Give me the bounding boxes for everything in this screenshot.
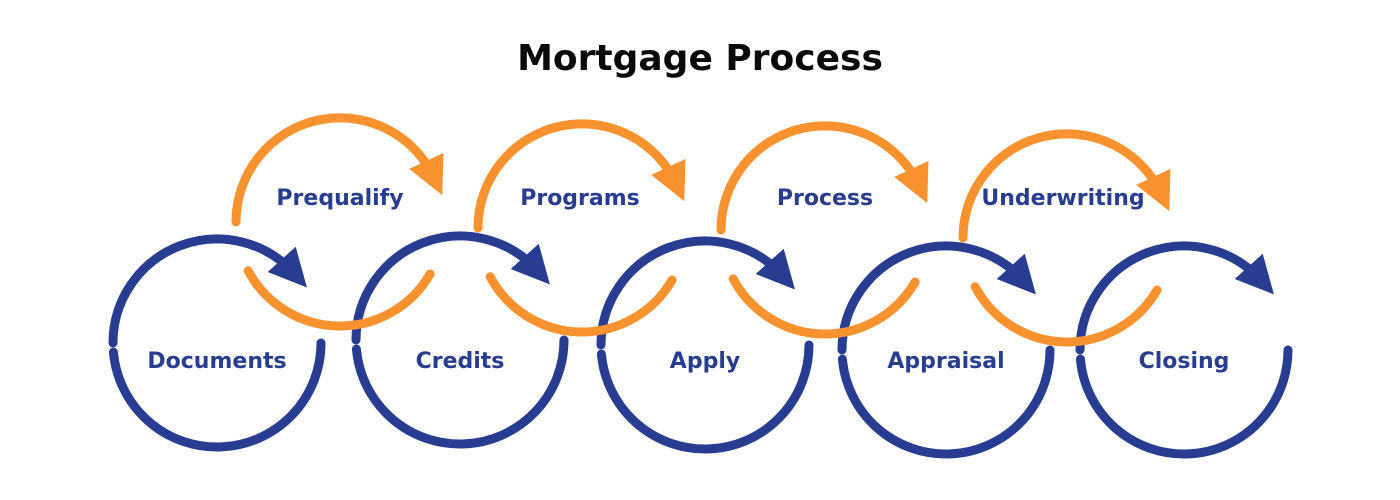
top-step-rings (231, 113, 1171, 347)
blue-ring-4-lower-arc (837, 345, 1055, 459)
top-step-label-3: Process (777, 186, 873, 211)
blue-ring-3-upper-arrow (596, 236, 795, 350)
orange-ring-4-lower-arc (970, 282, 1162, 347)
orange-ring-2-lower-arc (485, 272, 677, 337)
orange-ring-4-upper-arrow (958, 129, 1171, 243)
blue-ring-1-upper-arrow (108, 234, 307, 348)
page-title: Mortgage Process (517, 38, 883, 79)
bottom-step-label-2: Credits (416, 349, 505, 374)
orange-ring-3-lower-arc (728, 274, 920, 339)
top-step-label-2: Programs (520, 186, 640, 211)
orange-ring-1-lower-arc (243, 266, 435, 331)
orange-ring-3-upper-arrow (716, 121, 929, 235)
blue-ring-2-lower-arc (351, 335, 569, 449)
bottom-step-rings (108, 231, 1293, 459)
blue-ring-5-upper-arrow (1075, 241, 1274, 355)
blue-ring-4-upper-arrow (837, 241, 1036, 355)
blue-ring-5-lower-arc (1075, 345, 1293, 459)
top-step-label-1: Prequalify (276, 186, 403, 211)
orange-ring-1-upper-arrow (231, 113, 444, 227)
bottom-step-label-1: Documents (147, 349, 286, 374)
bottom-step-label-5: Closing (1139, 349, 1230, 374)
blue-ring-3-lower-arc (596, 340, 814, 454)
bottom-step-label-3: Apply (670, 349, 740, 374)
bottom-step-label-4: Appraisal (887, 349, 1004, 374)
blue-ring-1-lower-arc (108, 338, 326, 452)
top-step-label-4: Underwriting (981, 186, 1144, 211)
orange-ring-2-upper-arrow (473, 119, 686, 233)
blue-ring-2-upper-arrow (351, 231, 550, 345)
step-labels: Documents Credits Apply Appraisal Closing Pre… (147, 186, 1229, 374)
